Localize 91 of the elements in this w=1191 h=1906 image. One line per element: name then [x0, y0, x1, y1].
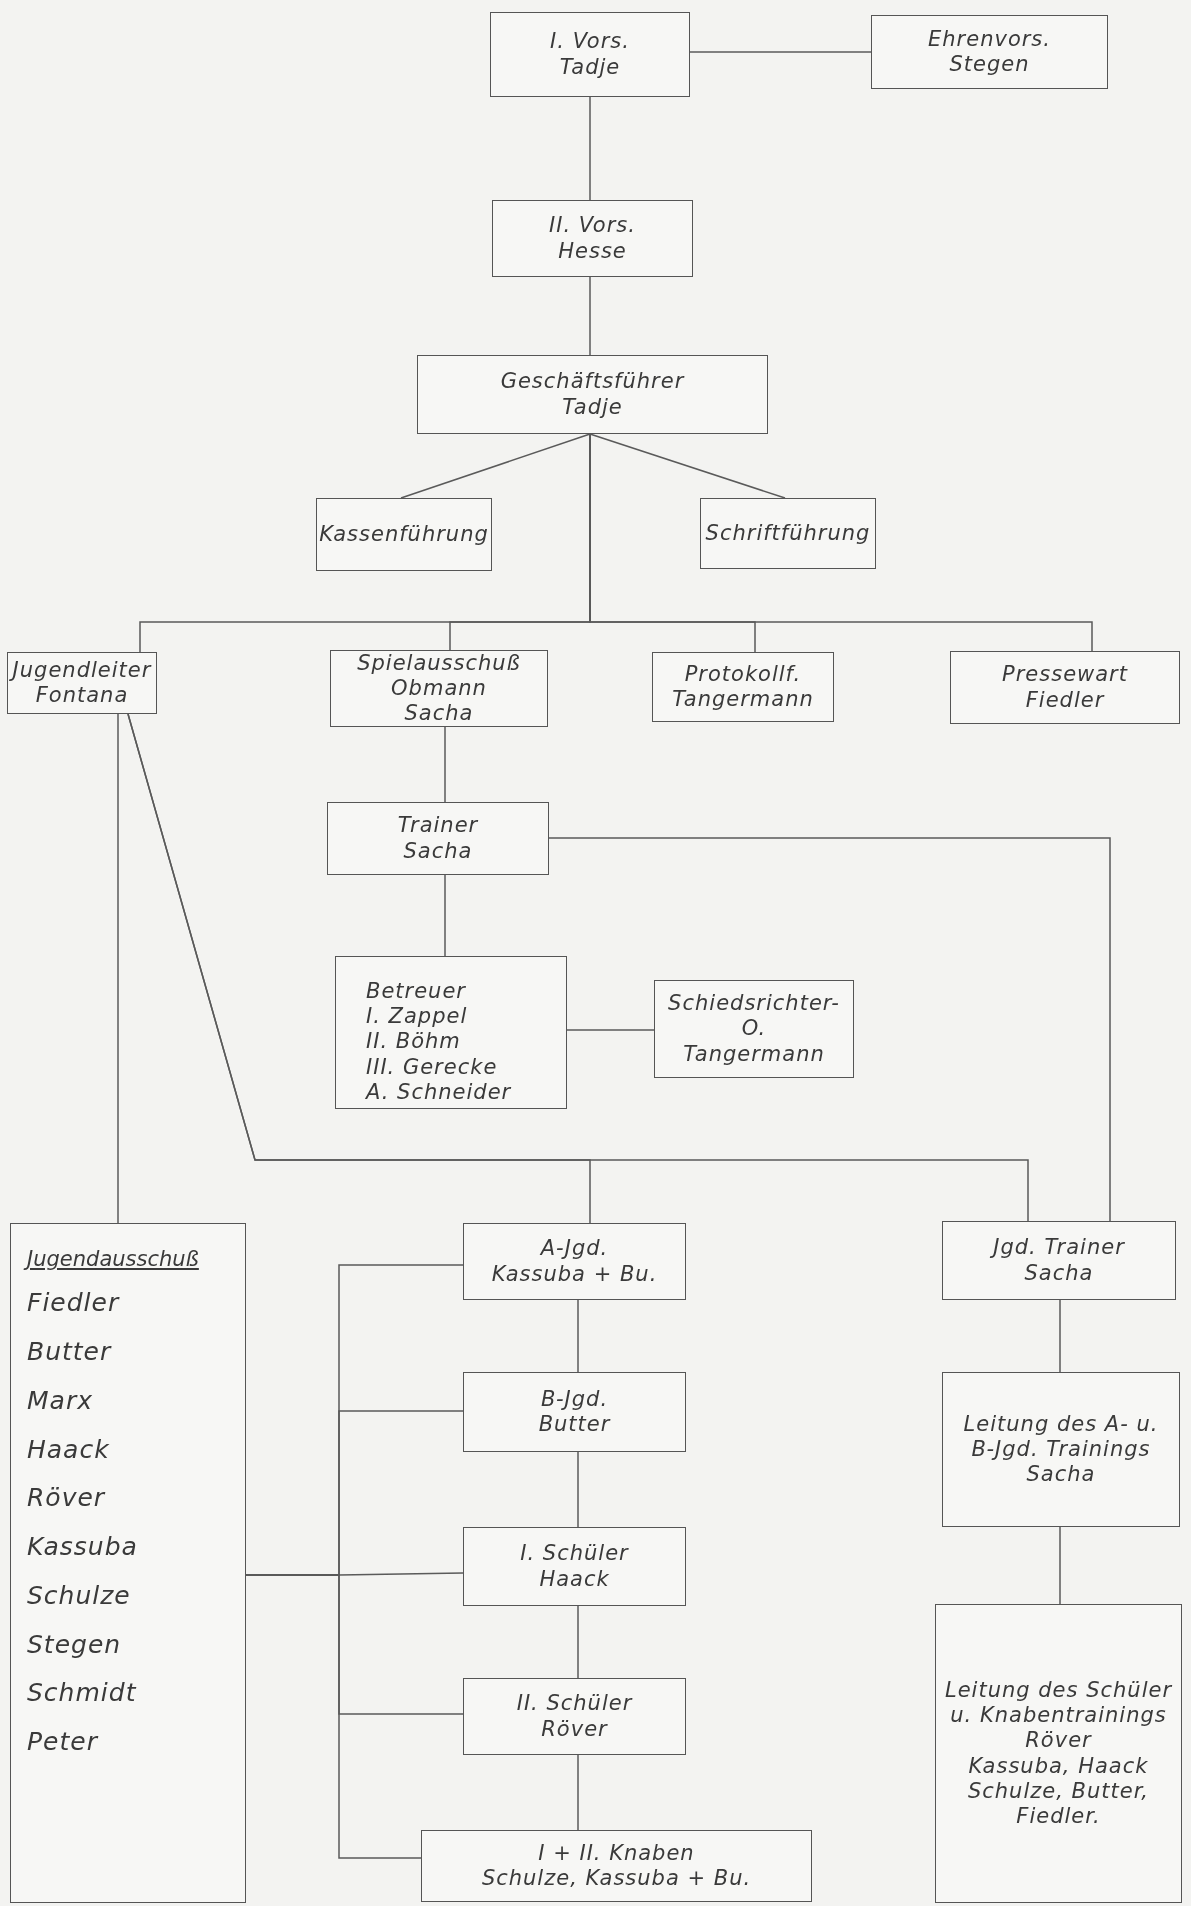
role-label: A-Jgd. — [540, 1236, 609, 1262]
name-label: Fontana — [35, 683, 129, 709]
name-label: Röver — [541, 1716, 608, 1742]
org-box — [335, 956, 567, 1109]
connector-line — [1059, 1299, 1061, 1373]
name-label: II. Böhm — [366, 1029, 461, 1055]
role-label: Ehrenvors. — [928, 26, 1051, 52]
org-box — [463, 1527, 686, 1606]
name-label: Tadje — [562, 394, 623, 420]
name-label: Marx — [27, 1384, 93, 1417]
connector-line — [117, 713, 119, 1224]
name-label: III. Gerecke — [366, 1054, 498, 1080]
org-box — [652, 652, 834, 722]
connector-line — [577, 1605, 579, 1679]
org-box — [327, 802, 549, 875]
role-label: Spielausschuß Obmann — [356, 650, 522, 702]
role-label: Kassenführung — [319, 521, 489, 548]
name-label: Kassuba, Haack Schulze, Butter, Fiedler. — [966, 1753, 1151, 1830]
name-label: Röver — [1025, 1728, 1092, 1754]
connector-line — [589, 433, 786, 499]
role-label: I. Schüler — [520, 1541, 629, 1567]
name-label: Tangermann — [683, 1041, 825, 1067]
connector-line — [589, 96, 591, 201]
name-label: Peter — [27, 1726, 98, 1759]
org-box — [463, 1678, 686, 1755]
role-label: Leitung des Schüler u. Knabentrainings — [944, 1677, 1173, 1729]
name-label: Sacha — [1026, 1462, 1096, 1488]
connector-line — [1059, 1526, 1061, 1605]
connector-line — [577, 1451, 579, 1528]
connector-line — [127, 713, 1029, 1222]
org-box — [490, 12, 690, 97]
name-label: Hesse — [558, 238, 627, 264]
name-label: Schulze, Kassuba + Bu. — [481, 1866, 752, 1892]
role-label: Geschäftsführer — [500, 369, 685, 395]
connector-line — [548, 837, 1111, 1222]
connector-line — [444, 726, 446, 803]
org-box — [7, 652, 157, 714]
name-label: Sacha — [1024, 1260, 1094, 1286]
name-label: Röver — [27, 1482, 106, 1515]
role-label: II. Schüler — [516, 1691, 633, 1717]
org-box — [463, 1372, 686, 1452]
org-box — [871, 15, 1108, 89]
org-box — [950, 651, 1180, 724]
name-label: Stegen — [27, 1628, 122, 1661]
name-label: Haack — [539, 1566, 610, 1592]
org-box — [421, 1830, 812, 1902]
role-label: Leitung des A- u. B-Jgd. Trainings — [962, 1411, 1160, 1463]
org-box — [10, 1223, 246, 1903]
role-label: Schriftführung — [705, 520, 871, 547]
org-box — [330, 650, 548, 727]
role-label: Trainer — [397, 813, 479, 839]
org-box — [942, 1372, 1180, 1527]
role-label: Protokollf. — [684, 661, 802, 687]
name-label: Schulze — [27, 1579, 131, 1612]
name-label: Schmidt — [27, 1677, 137, 1710]
name-label: Tangermann — [672, 687, 814, 713]
org-box — [935, 1604, 1182, 1903]
name-label: A. Schneider — [366, 1079, 512, 1105]
name-label: I. Zappel — [366, 1004, 468, 1030]
role-label: II. Vors. — [549, 213, 636, 239]
connector-line — [577, 1299, 579, 1373]
connector-line — [566, 1029, 655, 1031]
name-label: Tadje — [559, 54, 621, 80]
connector-line — [689, 51, 872, 53]
name-label: Sacha — [404, 701, 474, 727]
name-label: Kassuba — [27, 1531, 138, 1564]
role-label: B-Jgd. — [540, 1386, 609, 1412]
connector-line — [444, 874, 446, 957]
org-box — [700, 498, 876, 569]
connector-line — [400, 433, 591, 499]
org-box — [316, 498, 492, 571]
org-box — [654, 980, 854, 1078]
role-label: Pressewart — [1002, 662, 1128, 688]
connector-line — [589, 276, 591, 356]
name-label: Butter — [27, 1336, 112, 1369]
role-label: Schiedsrichter-O. — [667, 991, 841, 1042]
name-label: Fiedler — [1025, 687, 1105, 713]
org-box — [942, 1221, 1176, 1300]
org-box — [463, 1223, 686, 1300]
name-label: Stegen — [949, 52, 1030, 78]
org-box — [492, 200, 693, 277]
role-label: I. Vors. — [550, 29, 630, 55]
role-label: I + II. Knaben — [538, 1840, 695, 1866]
connector-line — [577, 1754, 579, 1831]
org-box — [417, 355, 768, 434]
name-label: Kassuba + Bu. — [491, 1261, 658, 1287]
name-label: Haack — [27, 1433, 110, 1466]
role-label: Betreuer — [366, 979, 466, 1005]
name-label: Fiedler — [27, 1287, 120, 1320]
name-label: Sacha — [403, 838, 473, 864]
name-label: Butter — [538, 1412, 611, 1438]
